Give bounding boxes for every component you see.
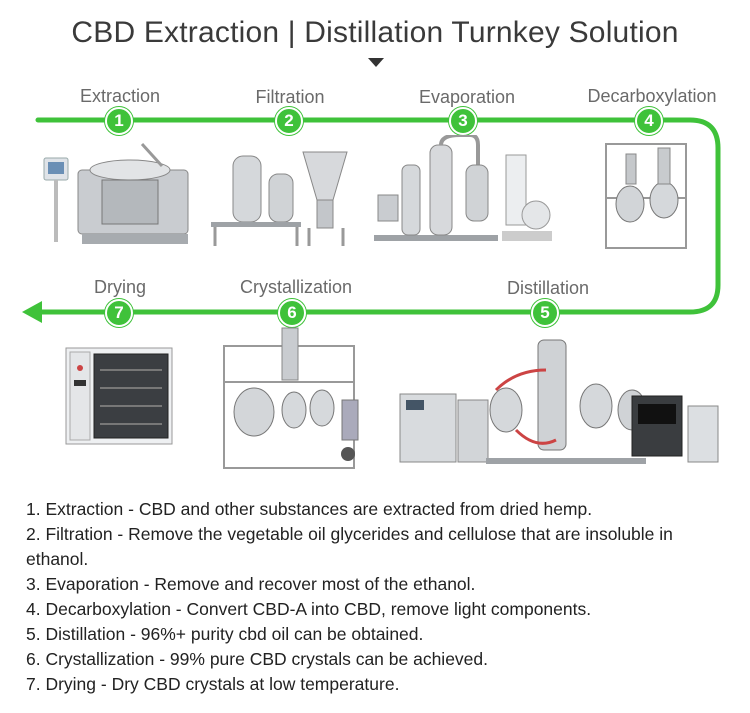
drying-oven-icon xyxy=(65,347,173,445)
step-label-extraction: Extraction xyxy=(79,86,161,106)
step-description-6: 6. Crystallization - 99% pure CBD crysta… xyxy=(26,649,489,669)
step-description-list: 1. Extraction - CBD and other substances… xyxy=(26,497,726,697)
step-badge-5: 5 xyxy=(531,299,559,327)
evaporation-machine-icon xyxy=(374,135,552,241)
step-label-distillation: Distillation xyxy=(506,278,590,298)
step-badge-1: 1 xyxy=(105,107,133,135)
step-description-2: 2. Filtration - Remove the vegetable oil… xyxy=(26,524,673,569)
step-description-5: 5. Distillation - 96%+ purity cbd oil ca… xyxy=(26,624,424,644)
step-label-decarboxylation: Decarboxylation xyxy=(587,86,717,106)
filtration-machine-icon xyxy=(211,151,348,246)
decarboxylation-machine-icon xyxy=(605,143,687,249)
title-arrow-icon xyxy=(368,58,384,67)
step-badge-3: 3 xyxy=(449,107,477,135)
crystallization-machine-icon xyxy=(223,327,359,469)
step-label-evaporation: Evaporation xyxy=(418,87,516,107)
step-description-1: 1. Extraction - CBD and other substances… xyxy=(26,499,593,519)
step-description-3: 3. Evaporation - Remove and recover most… xyxy=(26,574,476,594)
step-badge-6: 6 xyxy=(278,299,306,327)
flow-arrowhead-icon xyxy=(22,301,42,323)
distillation-machine-icon xyxy=(399,339,719,464)
step-label-crystallization: Crystallization xyxy=(239,277,353,297)
page-title: CBD Extraction | Distillation Turnkey So… xyxy=(71,16,679,49)
step-label-filtration: Filtration xyxy=(255,87,325,107)
step-description-4: 4. Decarboxylation - Convert CBD-A into … xyxy=(26,599,592,619)
extraction-machine-icon xyxy=(43,142,189,244)
step-badge-2: 2 xyxy=(275,107,303,135)
step-label-drying: Drying xyxy=(93,277,147,297)
step-badge-4: 4 xyxy=(635,107,663,135)
step-badge-7: 7 xyxy=(105,299,133,327)
step-description-7: 7. Drying - Dry CBD crystals at low temp… xyxy=(26,674,400,694)
